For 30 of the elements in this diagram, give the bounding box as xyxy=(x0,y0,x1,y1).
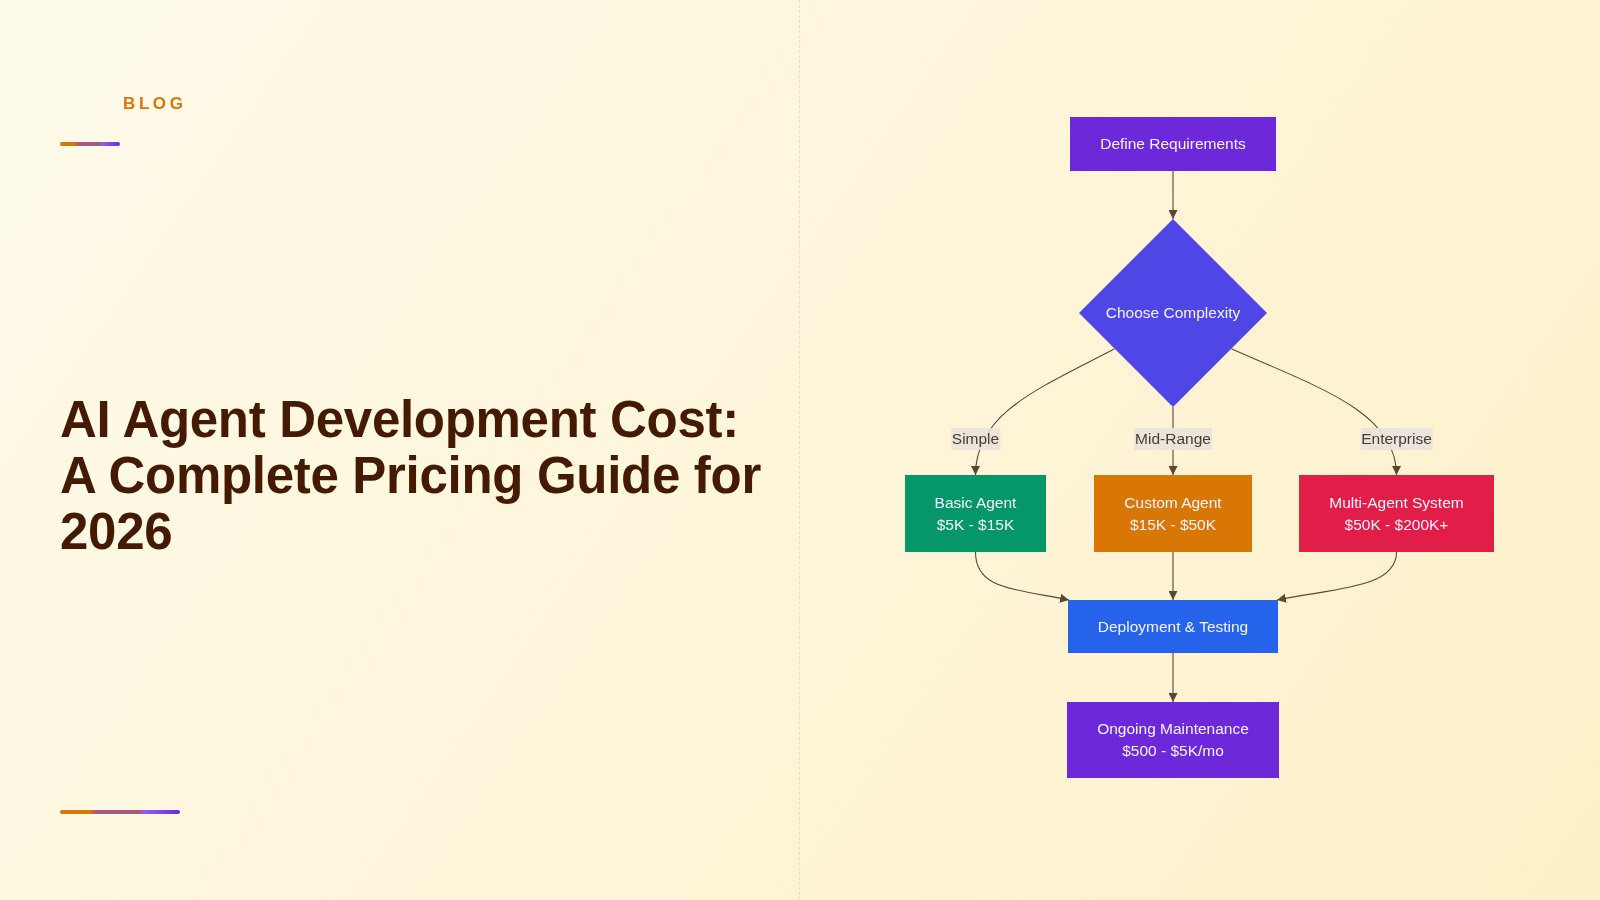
process-box xyxy=(905,475,1046,552)
process-box xyxy=(1299,475,1494,552)
node-label: Multi-Agent System xyxy=(1329,492,1464,513)
node-label: Define Requirements xyxy=(1100,134,1246,154)
arrow xyxy=(974,551,1070,603)
process-box xyxy=(1094,475,1252,552)
arrow xyxy=(1276,551,1398,603)
arrow xyxy=(1168,170,1178,220)
arrow xyxy=(1168,652,1178,703)
node-label: Choose Complexity xyxy=(1105,303,1241,323)
node-label: Custom Agent xyxy=(1124,492,1222,513)
process-box xyxy=(1068,600,1278,653)
node-label: Basic Agent xyxy=(934,492,1017,513)
node-label: $500 - $5K/mo xyxy=(1122,741,1224,761)
arrow xyxy=(1168,551,1178,601)
title: AI Agent Development Cost: A Complete Pricing Guide for 2026 xyxy=(60,392,762,560)
node-label: $50K - $200K+ xyxy=(1344,514,1449,535)
node-label: Deployment & Testing xyxy=(1097,616,1249,637)
node-label: $5K - $15K xyxy=(936,514,1015,535)
category-label: BLOG xyxy=(123,93,187,115)
node-label: Ongoing Maintenance xyxy=(1097,719,1249,739)
arrow xyxy=(971,348,1116,476)
arrow xyxy=(1230,348,1401,476)
decision-diamond xyxy=(1079,219,1267,407)
node-label: $15K - $50K xyxy=(1129,514,1217,535)
edge-label: Enterprise xyxy=(1360,428,1433,450)
edge-label: Simple xyxy=(950,428,1001,450)
process-box xyxy=(1067,702,1279,778)
edge-label: Mid-Range xyxy=(1134,428,1212,450)
process-box xyxy=(1070,117,1276,171)
